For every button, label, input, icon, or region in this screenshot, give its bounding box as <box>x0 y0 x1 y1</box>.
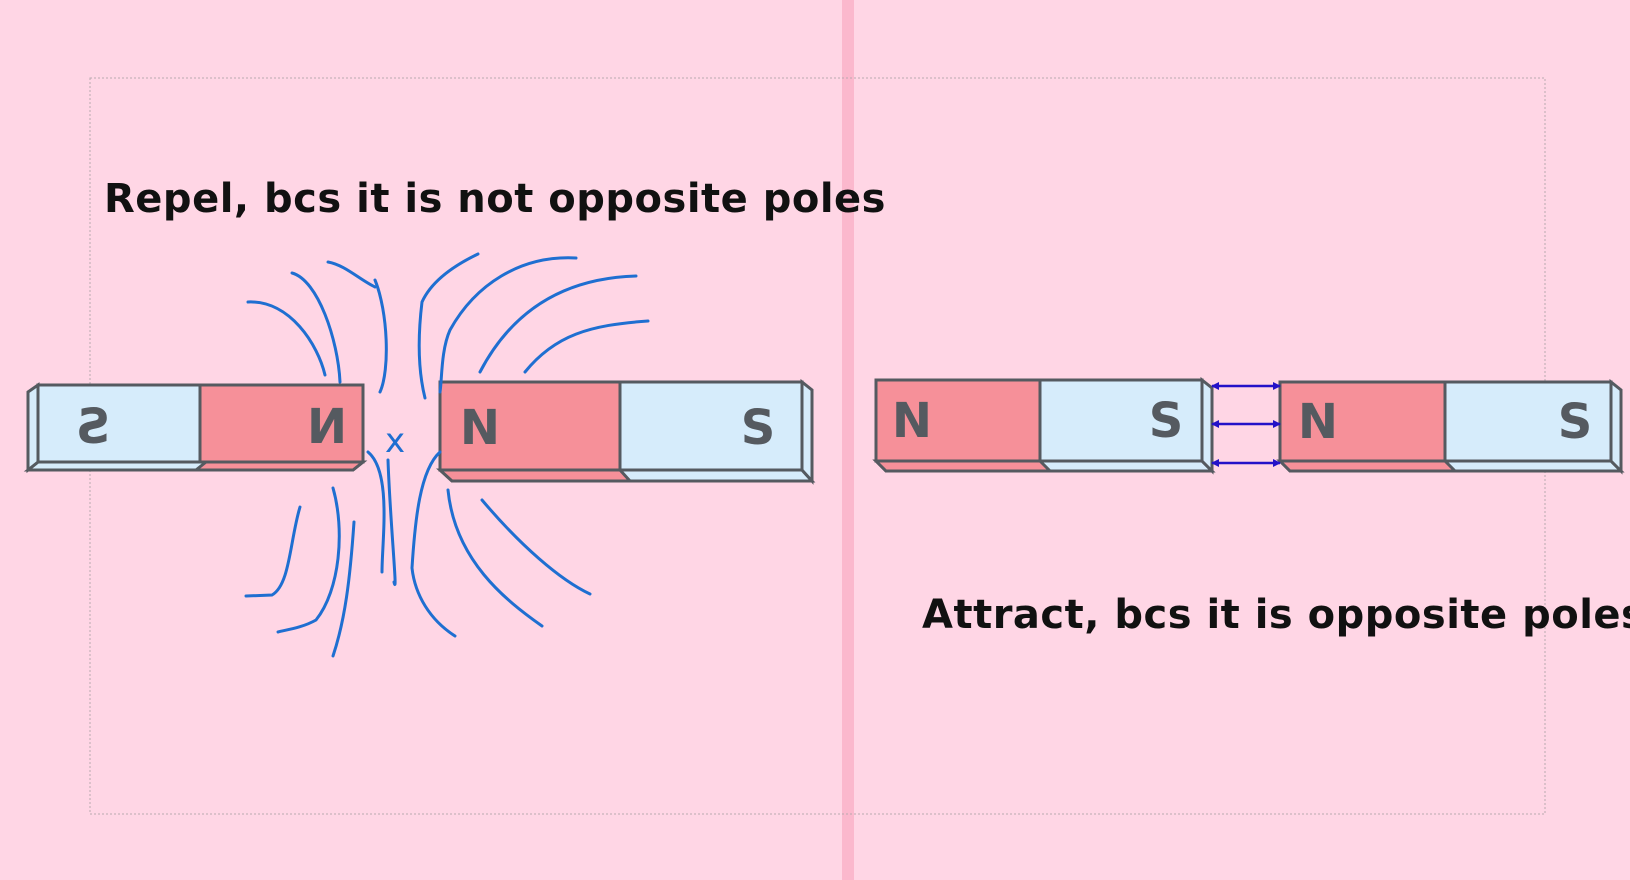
pole-label-s: S <box>1558 394 1593 450</box>
pole-label-n: N <box>1298 394 1338 450</box>
field-line-icon <box>417 252 480 400</box>
field-line-icon <box>523 319 650 374</box>
field-line-icon <box>326 260 377 289</box>
field-line-icon <box>438 256 578 394</box>
north-pole-block <box>1278 380 1447 463</box>
pole-label-n: N <box>460 400 500 456</box>
field-line-icon <box>366 450 386 574</box>
magnet-1-attract: N S <box>872 376 1216 475</box>
south-pole-block <box>618 380 804 472</box>
field-line-icon <box>373 278 388 394</box>
field-line-icon <box>480 498 592 596</box>
field-line-icon <box>386 458 397 586</box>
pole-label-s: S <box>741 400 776 456</box>
field-line-icon <box>244 505 302 598</box>
attract-caption: Attract, bcs it is opposite poles <box>922 592 1630 638</box>
pole-label-n: N <box>892 393 932 449</box>
field-line-icon <box>246 300 327 377</box>
field-line-icon <box>410 450 457 638</box>
field-line-icon <box>478 274 638 374</box>
center-x-mark: x <box>385 421 405 461</box>
south-pole-block <box>36 383 202 464</box>
field-lines <box>244 252 650 658</box>
field-line-icon <box>331 520 356 658</box>
north-pole-block <box>874 378 1042 463</box>
magnet-left-repel: S N <box>23 382 368 474</box>
attraction-arrows <box>1211 382 1281 467</box>
north-pole-block <box>438 380 622 472</box>
panel-divider <box>842 0 854 880</box>
field-line-icon <box>290 271 342 384</box>
magnet-right-repel: N S <box>436 378 816 485</box>
field-line-icon <box>446 488 544 628</box>
south-pole-block <box>1038 378 1204 463</box>
magnet-2-attract: N S <box>1276 378 1625 475</box>
south-pole-block <box>1443 380 1613 463</box>
pole-label-n-mirrored: N <box>307 399 347 455</box>
repel-caption: Repel, bcs it is not opposite poles <box>104 176 886 222</box>
field-line-icon <box>276 486 341 634</box>
pole-label-s-mirrored: S <box>76 399 111 455</box>
pole-label-s: S <box>1149 393 1184 449</box>
